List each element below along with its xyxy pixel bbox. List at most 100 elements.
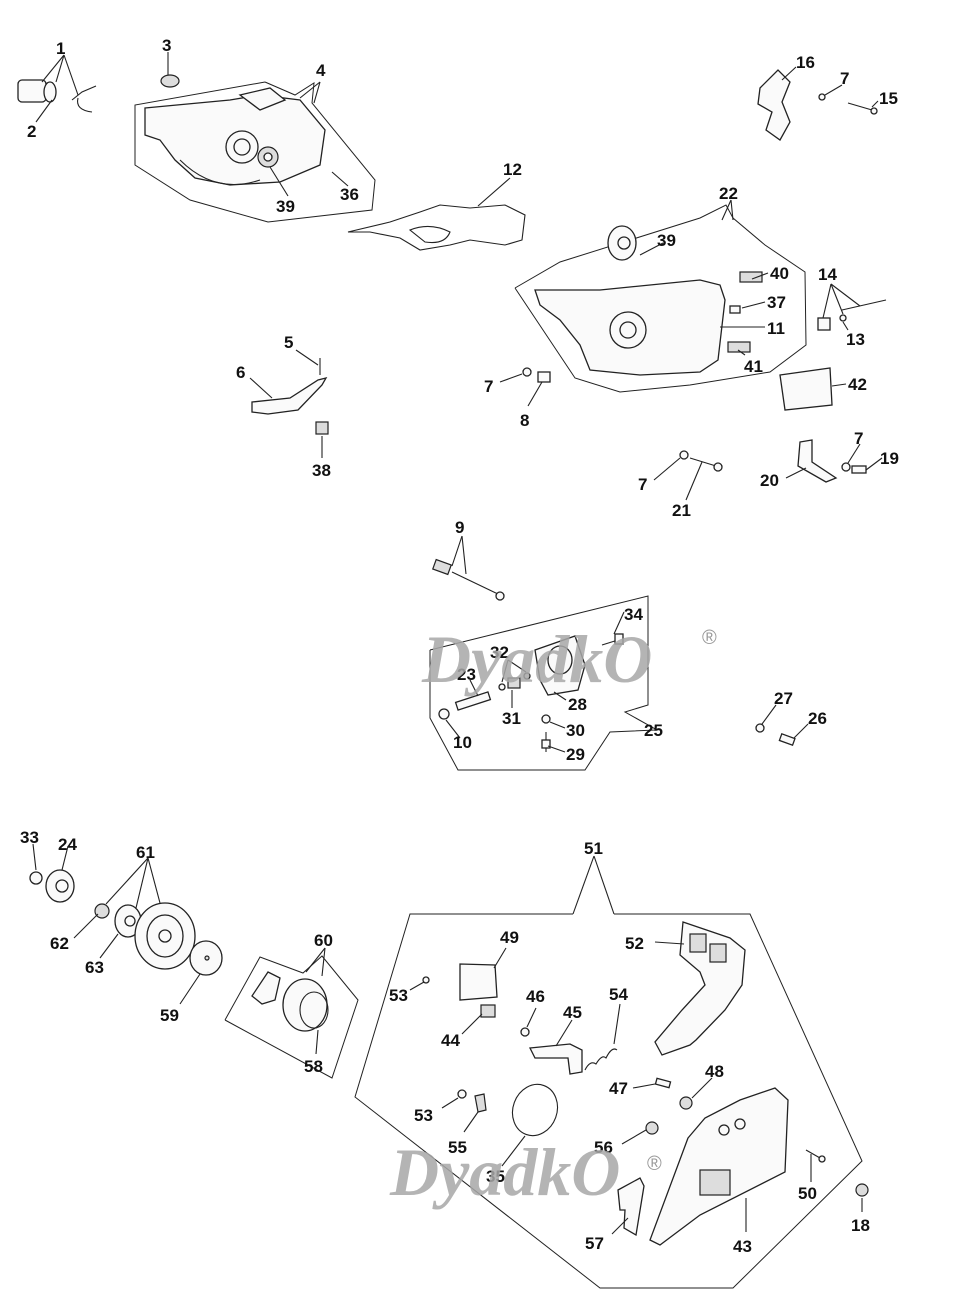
callout-23: 23 [457, 665, 476, 684]
callout-29: 29 [566, 745, 585, 764]
part-cap-30 [541, 714, 551, 724]
callout-35: 56 [594, 1138, 613, 1157]
part-clutch-drum-61 [134, 902, 196, 970]
callout-59: 59 [160, 1006, 179, 1025]
callout-13: 13 [846, 330, 865, 349]
callout-46: 54 [609, 985, 628, 1004]
callout-53-low: 53 [414, 1106, 433, 1125]
part-plate-41 [727, 341, 751, 353]
part-pin-37 [729, 305, 741, 314]
callout-60: 60 [314, 931, 333, 950]
part-screw-26 [778, 733, 796, 747]
part-grommet-3 [160, 74, 180, 88]
callout-49: 52 [625, 934, 644, 953]
part-sprocket-63 [114, 904, 142, 938]
group-outline-22 [514, 204, 807, 393]
part-spring-48 [679, 1096, 693, 1110]
callout-56: 35 [486, 1167, 505, 1186]
part-o-ring-32a [498, 683, 506, 691]
part-lever-45 [528, 1043, 583, 1075]
callout-16: 16 [796, 53, 815, 72]
callout-30: 30 [566, 721, 585, 740]
callout-33: 33 [20, 828, 39, 847]
callout-53-top: 53 [389, 986, 408, 1005]
part-worm-shaft-9 [432, 558, 505, 601]
watermark-logo-top: DyadkO [421, 621, 652, 697]
callout-36: 36 [340, 185, 359, 204]
watermark-registered-top: ® [702, 627, 717, 649]
part-grommet-38 [315, 421, 329, 435]
callout-34: 34 [624, 605, 643, 624]
callout-51: 51 [584, 839, 603, 858]
part-washer-7-low [679, 450, 689, 460]
callout-61: 61 [136, 843, 155, 862]
part-pad-55 [474, 1093, 487, 1113]
callout-10: 10 [453, 733, 472, 752]
group-outline-51 [354, 913, 863, 1289]
watermark-logo-bottom: DyadkO [389, 1134, 620, 1210]
callout-4: 4 [316, 61, 326, 80]
part-plate-52 [459, 963, 498, 1001]
part-chain-catcher-42 [779, 367, 833, 411]
callout-1: 1 [56, 39, 65, 58]
part-screw-53b [457, 1089, 467, 1099]
callout-43: 43 [733, 1237, 752, 1256]
callout-37: 37 [767, 293, 786, 312]
callout-25: 25 [644, 721, 663, 740]
callout-7-low: 7 [638, 475, 647, 494]
callout-9: 9 [455, 518, 464, 537]
callout-24: 24 [58, 835, 77, 854]
callout-7-mid: 7 [484, 377, 493, 396]
callout-11: 11 [767, 319, 785, 338]
callout-15: 15 [879, 89, 898, 108]
part-spring-31 [507, 677, 521, 689]
callout-2: 2 [27, 122, 36, 141]
callout-58: 58 [304, 1057, 323, 1076]
part-washer-59 [189, 940, 223, 976]
part-plug-10 [438, 708, 450, 720]
callout-62: 62 [50, 934, 69, 953]
callout-12: 12 [503, 160, 522, 179]
part-washer-7 [818, 93, 826, 101]
part-screw-53a [422, 976, 430, 984]
part-washer-7-right [841, 462, 851, 472]
part-screw-15 [847, 102, 878, 115]
callout-41: 41 [744, 357, 763, 376]
callout-50: 50 [798, 1184, 817, 1203]
part-pin-47 [654, 1077, 672, 1089]
callout-22: 22 [719, 184, 738, 203]
callout-27: 27 [774, 689, 793, 708]
callout-38: 38 [312, 461, 331, 480]
part-screw-34 [601, 633, 624, 646]
callout-14: 14 [818, 265, 837, 284]
callout-20: 20 [760, 471, 779, 490]
part-seal-33 [29, 871, 43, 885]
callout-3: 3 [162, 36, 171, 55]
part-oil-pump-body-28 [534, 635, 586, 696]
callout-42: 42 [848, 375, 867, 394]
group-outline-60 [224, 955, 359, 1079]
part-bracket-16 [757, 69, 791, 141]
part-bolt-21 [689, 457, 723, 472]
part-needle-bearing-62 [94, 903, 110, 919]
part-bolt-50 [805, 1149, 826, 1163]
callout-18: 18 [851, 1216, 870, 1235]
part-chain-sprocket-cover-43 [649, 1087, 789, 1246]
part-crankcase-right [534, 279, 726, 376]
part-washer-7-mid [522, 367, 532, 377]
part-chain-brake-handle-49 [654, 921, 746, 1056]
callout-39-right: 39 [657, 231, 676, 250]
part-plate-57 [617, 1177, 645, 1237]
callout-26: 26 [808, 709, 827, 728]
callout-8: 8 [520, 411, 529, 430]
callout-21: 21 [672, 501, 691, 520]
part-adjuster-29 [541, 732, 551, 752]
part-washer-27 [755, 723, 765, 733]
callout-31: 31 [502, 709, 521, 728]
part-gasket-12 [347, 204, 526, 251]
watermark-registered-bottom: ® [647, 1153, 662, 1175]
part-screw-19 [851, 465, 867, 474]
part-chain-tensioner-14 [817, 299, 887, 331]
